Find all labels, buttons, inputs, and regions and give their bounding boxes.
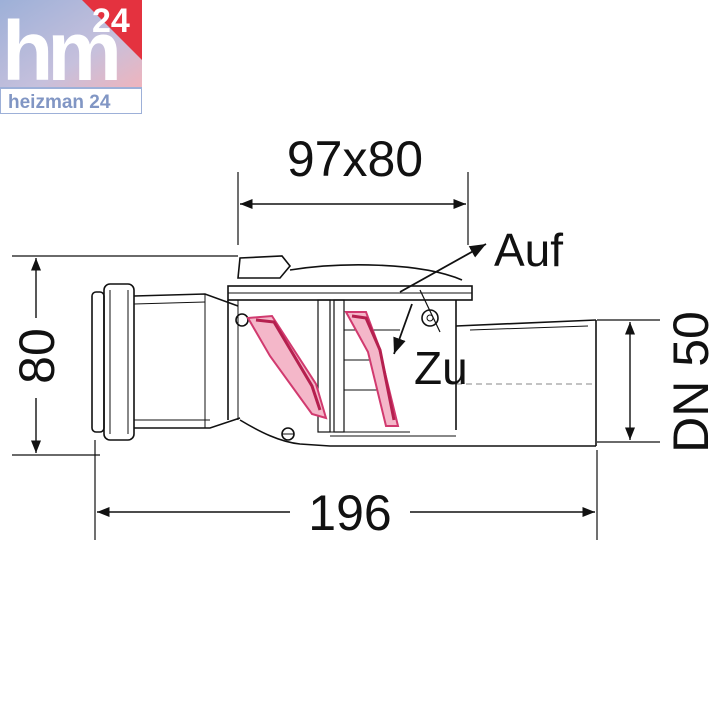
dimension-height bbox=[12, 255, 238, 456]
logo-number: 24 bbox=[92, 2, 130, 40]
logo-tagline: heizman 24 bbox=[8, 92, 111, 113]
logo-red-corner bbox=[82, 0, 142, 60]
flap-left bbox=[246, 314, 328, 420]
dimension-nominal bbox=[597, 319, 660, 443]
heizman24-logo: hm 24 heizman 24 bbox=[0, 0, 142, 114]
dimension-top-width bbox=[237, 172, 469, 245]
dimension-overall-length bbox=[94, 440, 598, 540]
valve-body bbox=[227, 255, 596, 447]
inlet-socket bbox=[91, 283, 241, 441]
dimension-nominal-label: DN 50 bbox=[663, 311, 719, 453]
label-open: Auf bbox=[494, 224, 563, 276]
outlet-pipe bbox=[455, 319, 597, 446]
dimension-top-width-label: 97x80 bbox=[287, 131, 423, 187]
logo-tagline-box bbox=[0, 87, 142, 114]
logo-main-text: hm bbox=[2, 4, 117, 98]
flap-right bbox=[344, 311, 400, 427]
dimension-overall-length-label: 196 bbox=[308, 485, 391, 541]
label-closed: Zu bbox=[414, 342, 468, 394]
arrow-open bbox=[399, 243, 487, 293]
arrow-closed bbox=[393, 303, 413, 355]
dimension-height-label: 80 bbox=[9, 328, 65, 384]
